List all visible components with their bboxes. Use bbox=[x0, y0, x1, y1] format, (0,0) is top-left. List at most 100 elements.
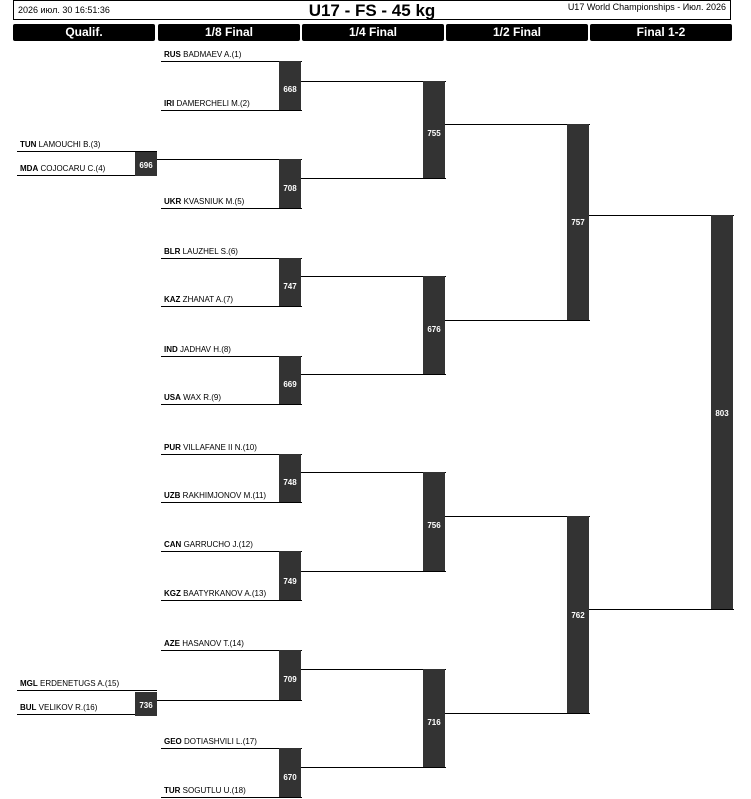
wrestler-entry[interactable]: MDA COJOCARU C.(4) bbox=[20, 164, 105, 174]
wrestler-name: RAKHIMJONOV M.(11) bbox=[180, 491, 267, 500]
country-code: RUS bbox=[164, 50, 181, 59]
round-header-quarter: 1/4 Final bbox=[302, 24, 444, 41]
wrestler-line bbox=[161, 454, 302, 455]
wrestler-name: LAMOUCHI B.(3) bbox=[36, 140, 101, 149]
bracket-line bbox=[301, 178, 446, 179]
wrestler-entry[interactable]: MGL ERDENETUGS A.(15) bbox=[20, 679, 119, 689]
wrestler-entry[interactable]: GEO DOTIASHVILI L.(17) bbox=[164, 737, 257, 747]
match-box[interactable]: 762 bbox=[567, 516, 589, 713]
match-box[interactable]: 696 bbox=[135, 152, 157, 176]
bracket-line bbox=[301, 276, 446, 277]
wrestler-entry[interactable]: BUL VELIKOV R.(16) bbox=[20, 703, 97, 713]
country-code: MDA bbox=[20, 164, 39, 173]
match-box[interactable]: 749 bbox=[279, 551, 301, 600]
match-box[interactable]: 670 bbox=[279, 748, 301, 797]
match-number: 709 bbox=[283, 675, 297, 684]
country-code: IRI bbox=[164, 99, 175, 108]
wrestler-entry[interactable]: KGZ BAATYRKANOV A.(13) bbox=[164, 589, 266, 599]
wrestler-entry[interactable]: IRI DAMERCHELI M.(2) bbox=[164, 99, 250, 109]
match-box[interactable]: 716 bbox=[423, 669, 445, 767]
wrestler-name: WAX R.(9) bbox=[180, 393, 222, 402]
wrestler-name: BADMAEV A.(1) bbox=[180, 50, 242, 59]
wrestler-entry[interactable]: USA WAX R.(9) bbox=[164, 393, 221, 403]
bracket-line bbox=[301, 472, 446, 473]
country-code: TUR bbox=[164, 786, 181, 795]
match-box[interactable]: 755 bbox=[423, 81, 445, 178]
wrestler-line bbox=[161, 600, 302, 601]
wrestler-name: ERDENETUGS A.(15) bbox=[37, 679, 120, 688]
wrestler-entry[interactable]: AZE HASANOV T.(14) bbox=[164, 639, 244, 649]
match-number: 670 bbox=[283, 773, 297, 782]
wrestler-line bbox=[17, 175, 135, 176]
match-box[interactable]: 668 bbox=[279, 61, 301, 110]
round-header-semi: 1/2 Final bbox=[446, 24, 588, 41]
wrestler-entry[interactable]: KAZ ZHANAT A.(7) bbox=[164, 295, 233, 305]
wrestler-line bbox=[17, 714, 135, 715]
wrestler-name: ZHANAT A.(7) bbox=[180, 295, 234, 304]
country-code: KAZ bbox=[164, 295, 181, 304]
match-box[interactable]: 709 bbox=[279, 650, 301, 700]
wrestler-line bbox=[161, 258, 302, 259]
bracket-line bbox=[301, 669, 446, 670]
match-number: 716 bbox=[427, 718, 441, 727]
wrestler-name: GARRUCHO J.(12) bbox=[181, 540, 253, 549]
wrestler-line bbox=[161, 404, 302, 405]
match-box[interactable]: 669 bbox=[279, 356, 301, 404]
bracket-line bbox=[445, 320, 590, 321]
match-box[interactable]: 803 bbox=[711, 215, 733, 609]
wrestler-entry[interactable]: UKR KVASNIUK M.(5) bbox=[164, 197, 244, 207]
match-number: 696 bbox=[139, 161, 153, 170]
wrestler-line bbox=[161, 551, 302, 552]
wrestler-entry[interactable]: CAN GARRUCHO J.(12) bbox=[164, 540, 253, 550]
match-box[interactable]: 757 bbox=[567, 124, 589, 320]
bracket-line bbox=[445, 124, 590, 125]
wrestler-entry[interactable]: RUS BADMAEV A.(1) bbox=[164, 50, 241, 60]
wrestler-entry[interactable]: TUR SOGUTLU U.(18) bbox=[164, 786, 246, 796]
wrestler-entry[interactable]: BLR LAUZHEL S.(6) bbox=[164, 247, 238, 257]
bracket-line bbox=[301, 81, 446, 82]
wrestler-name: DOTIASHVILI L.(17) bbox=[181, 737, 257, 746]
match-box[interactable]: 708 bbox=[279, 159, 301, 208]
wrestler-name: BAATYRKANOV A.(13) bbox=[180, 589, 267, 598]
wrestler-name: VELIKOV R.(16) bbox=[36, 703, 98, 712]
match-box[interactable]: 747 bbox=[279, 258, 301, 306]
bracket-line bbox=[157, 159, 302, 160]
bracket-line bbox=[445, 713, 590, 714]
wrestler-name: JADHAV H.(8) bbox=[177, 345, 231, 354]
wrestler-name: COJOCARU C.(4) bbox=[38, 164, 106, 173]
wrestler-name: KVASNIUK M.(5) bbox=[181, 197, 245, 206]
match-box[interactable]: 756 bbox=[423, 472, 445, 571]
match-number: 755 bbox=[427, 129, 441, 138]
wrestler-line bbox=[161, 208, 302, 209]
wrestler-entry[interactable]: TUN LAMOUCHI B.(3) bbox=[20, 140, 100, 150]
wrestler-entry[interactable]: PUR VILLAFANE II N.(10) bbox=[164, 443, 257, 453]
wrestler-line bbox=[17, 690, 157, 691]
wrestler-line bbox=[161, 306, 302, 307]
country-code: CAN bbox=[164, 540, 182, 549]
country-code: UZB bbox=[164, 491, 181, 500]
bracket-line bbox=[301, 767, 446, 768]
wrestler-line bbox=[161, 797, 302, 798]
match-number: 669 bbox=[283, 380, 297, 389]
wrestler-entry[interactable]: IND JADHAV H.(8) bbox=[164, 345, 231, 355]
country-code: UKR bbox=[164, 197, 182, 206]
round-header-eighth: 1/8 Final bbox=[158, 24, 300, 41]
wrestler-name: VILLAFANE II N.(10) bbox=[180, 443, 257, 452]
bracket-line bbox=[589, 215, 734, 216]
country-code: TUN bbox=[20, 140, 37, 149]
country-code: PUR bbox=[164, 443, 181, 452]
wrestler-line bbox=[161, 61, 302, 62]
print-datetime: 2026 июл. 30 16:51:36 bbox=[18, 5, 110, 15]
match-box[interactable]: 676 bbox=[423, 276, 445, 374]
match-number: 736 bbox=[139, 701, 153, 710]
match-number: 747 bbox=[283, 282, 297, 291]
match-box[interactable]: 736 bbox=[135, 692, 157, 716]
bracket-line bbox=[301, 571, 446, 572]
wrestler-entry[interactable]: UZB RAKHIMJONOV M.(11) bbox=[164, 491, 266, 501]
country-code: KGZ bbox=[164, 589, 181, 598]
country-code: BLR bbox=[164, 247, 181, 256]
wrestler-line bbox=[161, 650, 302, 651]
match-number: 668 bbox=[283, 85, 297, 94]
match-box[interactable]: 748 bbox=[279, 454, 301, 502]
country-code: BUL bbox=[20, 703, 37, 712]
